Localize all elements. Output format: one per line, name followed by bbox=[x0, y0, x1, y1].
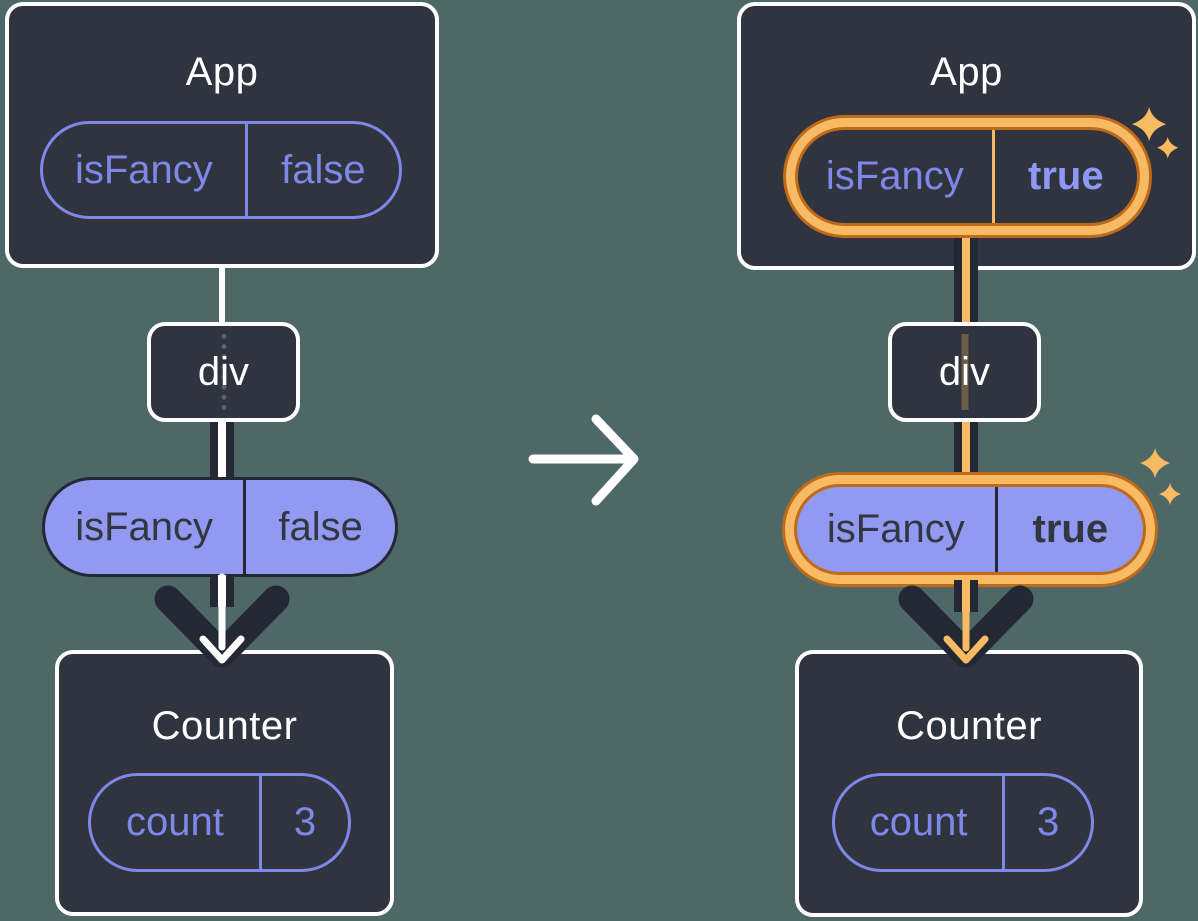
connector-line bbox=[219, 266, 225, 324]
counter-component-box: Counter count 3 bbox=[795, 650, 1143, 917]
prop-pill: isFancy true bbox=[794, 484, 1146, 575]
prop-value: false bbox=[278, 504, 363, 549]
component-title: Counter bbox=[151, 704, 298, 748]
sparkles-icon bbox=[1132, 107, 1179, 159]
prop-flow-line bbox=[954, 422, 978, 478]
prop-pill: isFancy false bbox=[42, 477, 398, 577]
app-component-box: App isFancy true bbox=[737, 2, 1196, 270]
fancy-state-ring: isFancy true bbox=[783, 115, 1152, 238]
app-component-box: App isFancy false bbox=[5, 2, 439, 268]
component-title: Counter bbox=[896, 704, 1042, 748]
state-pill: isFancy false bbox=[40, 121, 402, 219]
transition-arrow-icon bbox=[528, 414, 639, 506]
state-pill: count 3 bbox=[832, 773, 1094, 872]
arrow-down-icon bbox=[898, 576, 1034, 668]
state-name: isFancy bbox=[43, 124, 248, 216]
state-name: count bbox=[91, 776, 262, 869]
state-value: false bbox=[281, 147, 366, 192]
pass-through-line bbox=[961, 334, 968, 410]
div-label: div bbox=[197, 349, 250, 394]
fancy-prop-ring: isFancy true bbox=[782, 472, 1158, 587]
state-value: true bbox=[1028, 154, 1104, 198]
prop-value: true bbox=[1032, 507, 1109, 551]
state-pill: isFancy true bbox=[795, 127, 1140, 226]
state-name: count bbox=[835, 776, 1006, 869]
arrow-down-icon bbox=[154, 573, 290, 668]
div-node-box: div bbox=[888, 322, 1041, 422]
state-value: 3 bbox=[1036, 800, 1060, 844]
state-pill: count 3 bbox=[88, 773, 351, 872]
prop-name: isFancy bbox=[45, 480, 247, 574]
div-node-box: div bbox=[147, 322, 300, 422]
component-title: App bbox=[930, 50, 1003, 94]
sparkles-icon bbox=[1140, 448, 1182, 506]
counter-component-box: Counter count 3 bbox=[55, 650, 394, 916]
pass-through-line bbox=[221, 334, 226, 410]
component-title: App bbox=[185, 50, 259, 94]
state-name: isFancy bbox=[798, 130, 995, 223]
state-value: 3 bbox=[293, 800, 317, 844]
div-label: div bbox=[938, 349, 991, 394]
prop-name: isFancy bbox=[797, 487, 998, 572]
prop-flow-line bbox=[954, 238, 978, 322]
prop-flow-line bbox=[210, 422, 234, 477]
